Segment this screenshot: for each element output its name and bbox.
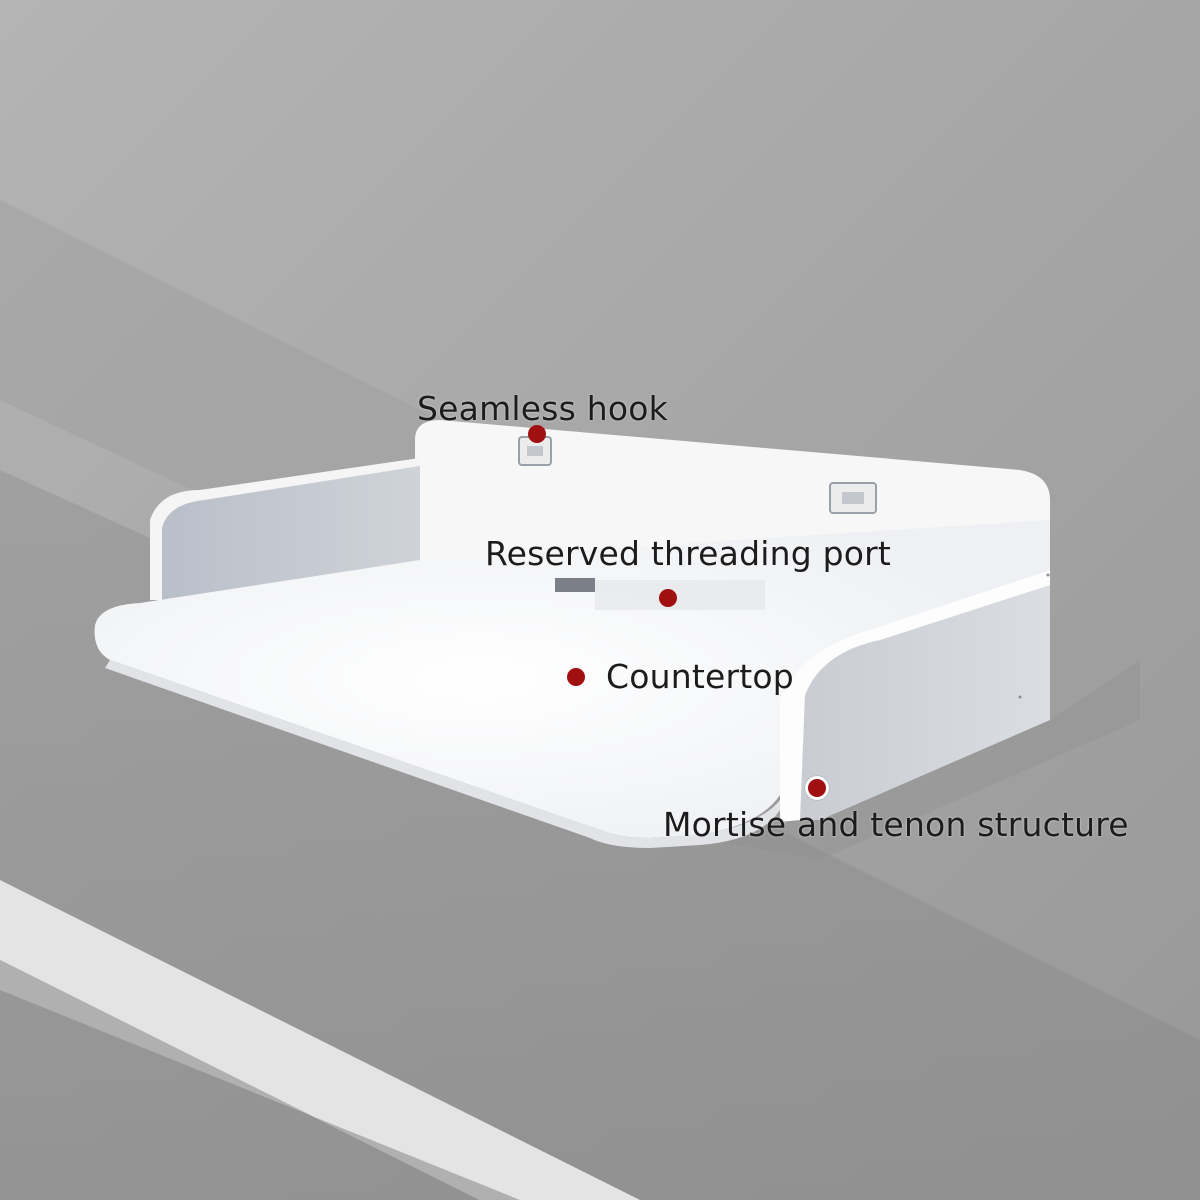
countertop-marker (567, 668, 585, 686)
countertop-label: Countertop (606, 657, 794, 696)
mortise-tenon-marker (805, 776, 829, 800)
screw-mark (1046, 573, 1050, 577)
screw-mark (1018, 695, 1022, 699)
mortise-tenon-label: Mortise and tenon structure (663, 805, 1129, 844)
seamless-hook-label: Seamless hook (417, 389, 668, 428)
shelf-left-panel-edge (150, 458, 420, 600)
hook-right-icon (829, 482, 877, 514)
stair-rail (0, 880, 640, 1200)
threading-port-shade (595, 580, 765, 610)
shelf-back-panel (415, 420, 1050, 560)
threading-port-marker (659, 589, 677, 607)
threading-port-slot (555, 578, 595, 592)
seamless-hook-marker (528, 425, 546, 443)
shelf-right-panel (800, 585, 1050, 820)
shelf-right-panel-edge (780, 570, 1050, 822)
threading-port-label: Reserved threading port (485, 534, 892, 573)
